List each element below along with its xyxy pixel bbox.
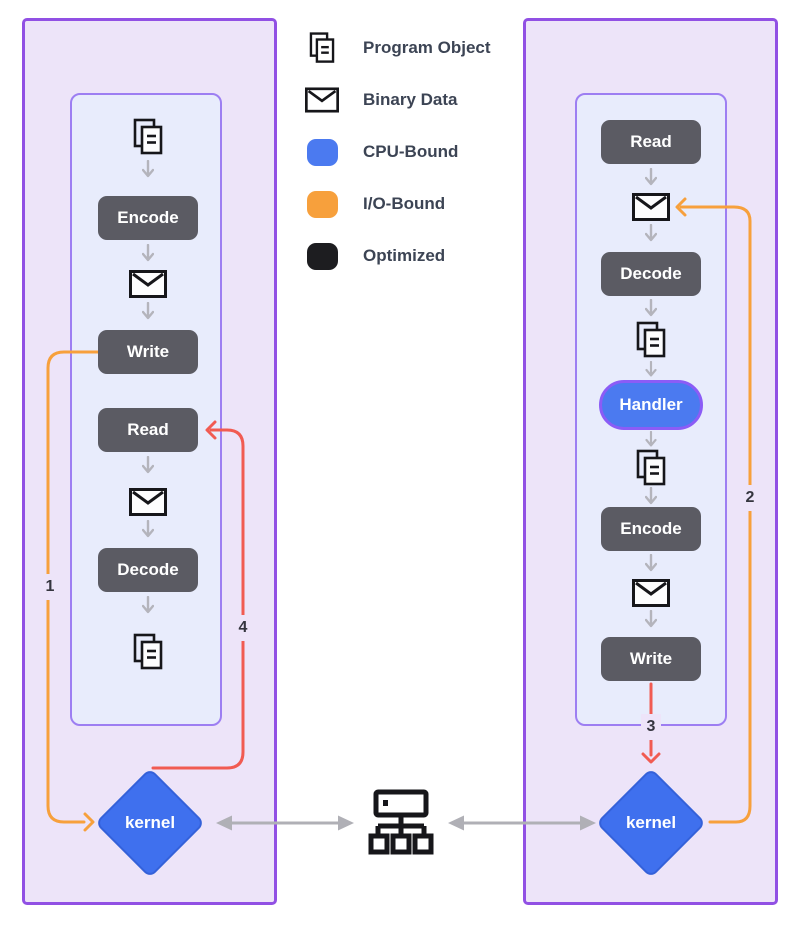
down-arrow-icon bbox=[645, 431, 657, 447]
legend: Program Object Binary Data CPU-Bound I/O… bbox=[305, 31, 491, 271]
flow-step-label-1: 1 bbox=[40, 574, 60, 600]
down-arrow-icon bbox=[645, 610, 657, 628]
legend-item-optimized: Optimized bbox=[305, 241, 491, 271]
client-encode-node: Encode bbox=[98, 196, 198, 240]
flow-step-label-2: 2 bbox=[740, 485, 760, 511]
server-encode-node: Encode bbox=[601, 507, 701, 551]
client-kernel-label: kernel bbox=[124, 813, 176, 832]
legend-label: Optimized bbox=[363, 246, 446, 265]
down-arrow-icon bbox=[142, 456, 154, 474]
legend-label: I/O-Bound bbox=[363, 194, 446, 213]
program-object-icon bbox=[133, 118, 163, 155]
server-read-node: Read bbox=[601, 120, 701, 164]
down-arrow-icon bbox=[645, 168, 657, 186]
down-arrow-icon bbox=[645, 361, 657, 377]
down-arrow-icon bbox=[142, 520, 154, 538]
binary-data-icon bbox=[129, 488, 167, 516]
down-arrow-icon bbox=[645, 487, 657, 505]
legend-label: Program Object bbox=[363, 38, 491, 57]
down-arrow-icon bbox=[645, 224, 657, 242]
optimized-swatch bbox=[305, 242, 339, 270]
down-arrow-icon bbox=[142, 302, 154, 320]
binary-data-icon bbox=[129, 270, 167, 298]
program-object-icon bbox=[636, 449, 666, 486]
flow-step-label-4: 4 bbox=[233, 615, 253, 641]
client-decode-node: Decode bbox=[98, 548, 198, 592]
server-handler-node: Handler bbox=[599, 380, 703, 430]
server-decode-node: Decode bbox=[601, 252, 701, 296]
legend-item-cpu-bound: CPU-Bound bbox=[305, 137, 491, 167]
program-object-icon bbox=[133, 633, 163, 670]
binary-data-icon bbox=[632, 579, 670, 607]
binary-data-icon bbox=[305, 87, 339, 113]
flow-step-label-3: 3 bbox=[641, 714, 661, 740]
client-write-node: Write bbox=[98, 330, 198, 374]
server-kernel-label: kernel bbox=[625, 813, 677, 832]
program-object-icon bbox=[636, 321, 666, 358]
down-arrow-icon bbox=[142, 596, 154, 614]
client-read-node: Read bbox=[98, 408, 198, 452]
down-arrow-icon bbox=[142, 160, 154, 178]
legend-label: Binary Data bbox=[363, 90, 458, 109]
legend-item-program-object: Program Object bbox=[305, 31, 491, 65]
legend-item-io-bound: I/O-Bound bbox=[305, 189, 491, 219]
down-arrow-icon bbox=[645, 554, 657, 572]
down-arrow-icon bbox=[645, 299, 657, 317]
legend-item-binary-data: Binary Data bbox=[305, 85, 491, 115]
legend-label: CPU-Bound bbox=[363, 142, 459, 161]
io-bound-swatch bbox=[305, 190, 339, 218]
program-object-icon bbox=[305, 31, 339, 65]
down-arrow-icon bbox=[142, 244, 154, 262]
server-write-node: Write bbox=[601, 637, 701, 681]
network-icon bbox=[368, 789, 434, 855]
binary-data-icon bbox=[632, 193, 670, 221]
cpu-bound-swatch bbox=[305, 138, 339, 166]
